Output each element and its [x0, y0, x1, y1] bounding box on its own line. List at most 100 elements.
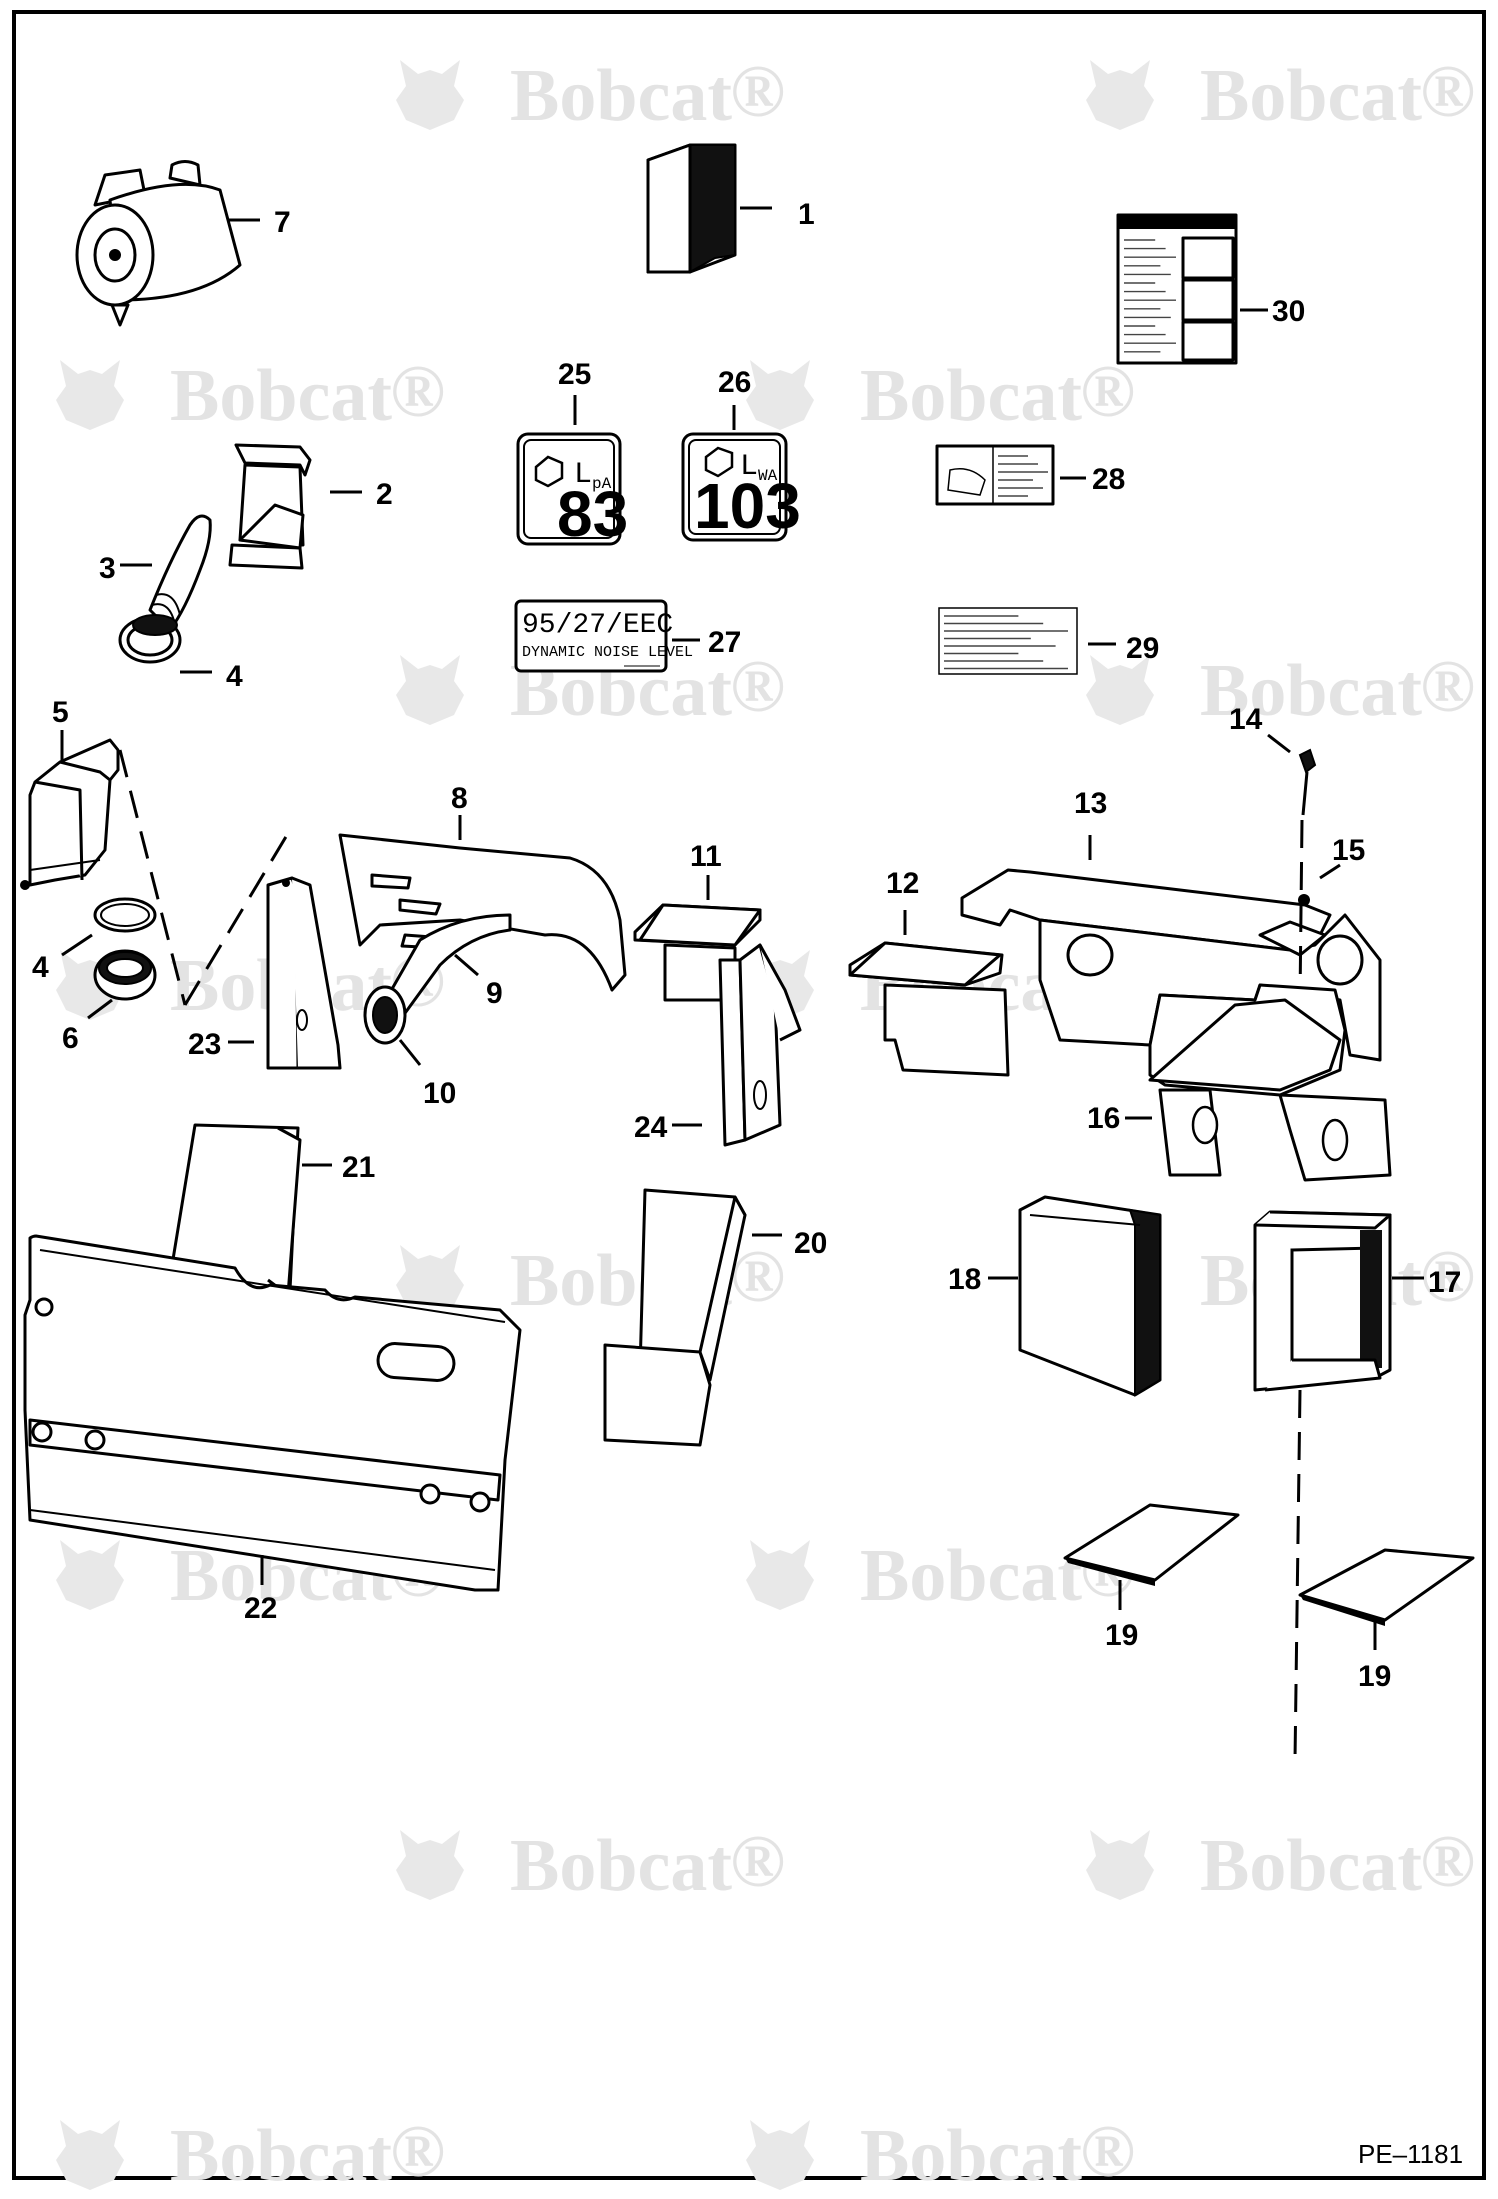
- svg-text:11: 11: [690, 840, 722, 873]
- svg-text:9: 9: [486, 977, 503, 1010]
- watermark: Bobcat®: [746, 1531, 1135, 1617]
- watermark-mark: ®: [1080, 351, 1135, 433]
- part-20-foam-block: [603, 1188, 747, 1447]
- bobcat-logo-icon: [746, 1540, 814, 1610]
- part-24-right-panel: [718, 943, 802, 1147]
- svg-text:16: 16: [1087, 1102, 1120, 1135]
- watermark-mark: ®: [390, 351, 445, 433]
- svg-text:103: 103: [694, 470, 801, 542]
- bobcat-logo-icon: [396, 1830, 464, 1900]
- watermark: Bobcat®: [746, 2111, 1135, 2197]
- bobcat-logo-icon: [56, 1540, 124, 1610]
- watermark-mark: ®: [730, 1821, 785, 1903]
- part-4-hose-clamp: [118, 614, 182, 664]
- svg-text:4: 4: [32, 951, 49, 984]
- watermark-text: Bobcat: [170, 2115, 392, 2194]
- svg-text:19: 19: [1105, 1619, 1138, 1652]
- watermark: Bobcat®: [1086, 51, 1475, 137]
- bobcat-logo-icon: [1086, 1830, 1154, 1900]
- page-border: [12, 10, 1486, 2180]
- svg-text:29: 29: [1126, 632, 1159, 665]
- svg-text:23: 23: [188, 1028, 221, 1061]
- part-9-baffle: [378, 913, 512, 1022]
- svg-text:L: L: [740, 450, 758, 484]
- svg-text:15: 15: [1332, 834, 1365, 867]
- part-2-bracket: [228, 443, 312, 570]
- svg-text:WA: WA: [758, 467, 778, 485]
- watermark-text: Bobcat: [1200, 1825, 1422, 1907]
- watermark-text: Bobcat: [510, 1825, 732, 1907]
- bobcat-logo-icon: [396, 60, 464, 130]
- part-15-retainer: [1298, 894, 1310, 906]
- part-19-second-foam-pad: [1298, 1548, 1475, 1626]
- svg-text:17: 17: [1428, 1266, 1461, 1299]
- part-7-air-cleaner: [75, 160, 242, 327]
- sound-level-hexagon-icon: [534, 455, 564, 488]
- bobcat-logo-icon: [1086, 655, 1154, 725]
- part-29-instruction-decal: [938, 607, 1078, 675]
- watermark-text: Bobcat: [860, 355, 1082, 437]
- part-6-rubber-boot: [93, 949, 157, 1001]
- bobcat-logo-icon: [746, 2120, 814, 2190]
- watermark: Bobcat®: [396, 51, 785, 137]
- svg-text:10: 10: [423, 1077, 456, 1110]
- watermark-mark: ®: [390, 2111, 445, 2193]
- part-30-operation-manual: [1116, 213, 1238, 365]
- svg-text:6: 6: [62, 1022, 79, 1055]
- svg-text:1: 1: [798, 198, 815, 231]
- svg-text:13: 13: [1074, 787, 1107, 820]
- watermark-mark: ®: [1420, 646, 1475, 728]
- watermark: Bobcat®: [56, 2111, 445, 2197]
- part-14-fastener: [1298, 748, 1317, 816]
- part-19-foam-pad: [1063, 1503, 1240, 1586]
- part-18-foam-block: [1018, 1195, 1162, 1397]
- svg-text:12: 12: [886, 867, 919, 900]
- watermark-mark: ®: [1420, 1236, 1475, 1318]
- callout-labels: 1 2 3 4 4 5 6 7 8 9 10 11 12 13 14 15 16…: [32, 198, 1461, 1693]
- bobcat-logo-icon: [1086, 60, 1154, 130]
- bobcat-logo-icon: [56, 360, 124, 430]
- watermark: Bobcat®: [1086, 1821, 1475, 1907]
- watermark-mark: ®: [730, 51, 785, 133]
- sound-level-hexagon-icon: [704, 446, 734, 478]
- svg-text:25: 25: [558, 358, 591, 391]
- svg-text:22: 22: [244, 1592, 277, 1625]
- figure-reference: PE–1181: [1358, 2139, 1463, 2169]
- part-3-intake-hose: [148, 514, 212, 632]
- watermark-text: Bobcat: [860, 1535, 1082, 1617]
- part-16-lower-insulation: [1148, 983, 1392, 1182]
- bobcat-logo-icon: [396, 655, 464, 725]
- svg-text:27: 27: [708, 626, 741, 659]
- svg-text:26: 26: [718, 366, 751, 399]
- svg-text:8: 8: [451, 782, 468, 815]
- watermark-text: Bobcat: [1200, 650, 1422, 732]
- watermark-text: Bobcat: [1200, 55, 1422, 137]
- watermark: Bobcat®: [396, 1821, 785, 1907]
- part-13-firewall-insulation: [960, 868, 1382, 1062]
- svg-text:24: 24: [634, 1111, 668, 1144]
- svg-text:95/27/EEC: 95/27/EEC: [522, 610, 673, 641]
- part-28-warning-decal: [935, 444, 1055, 506]
- svg-text:3: 3: [99, 552, 116, 585]
- watermark-text: Bobcat: [860, 2115, 1082, 2194]
- svg-text:2: 2: [376, 478, 393, 511]
- part-17-foam-frame: [1253, 1210, 1392, 1392]
- svg-text:21: 21: [342, 1151, 375, 1184]
- svg-text:L: L: [574, 458, 592, 492]
- watermark-mark: ®: [1420, 51, 1475, 133]
- watermark-mark: ®: [1420, 1821, 1475, 1903]
- watermark: Bobcat®: [1086, 646, 1475, 732]
- svg-text:20: 20: [794, 1227, 827, 1260]
- bobcat-logo-icon: [746, 360, 814, 430]
- watermark-mark: ®: [1080, 2111, 1135, 2193]
- part-10-grommet: [363, 985, 407, 1045]
- bobcat-logo-icon: [56, 2120, 124, 2190]
- part-26-sound-power-decal: L WA 103: [681, 432, 801, 542]
- watermark-text: Bobcat: [510, 55, 732, 137]
- part-23-side-panel: [266, 876, 342, 1070]
- watermark-text: Bobcat: [170, 355, 392, 437]
- part-4-lower-clamp: [93, 897, 157, 933]
- svg-text:30: 30: [1272, 295, 1305, 328]
